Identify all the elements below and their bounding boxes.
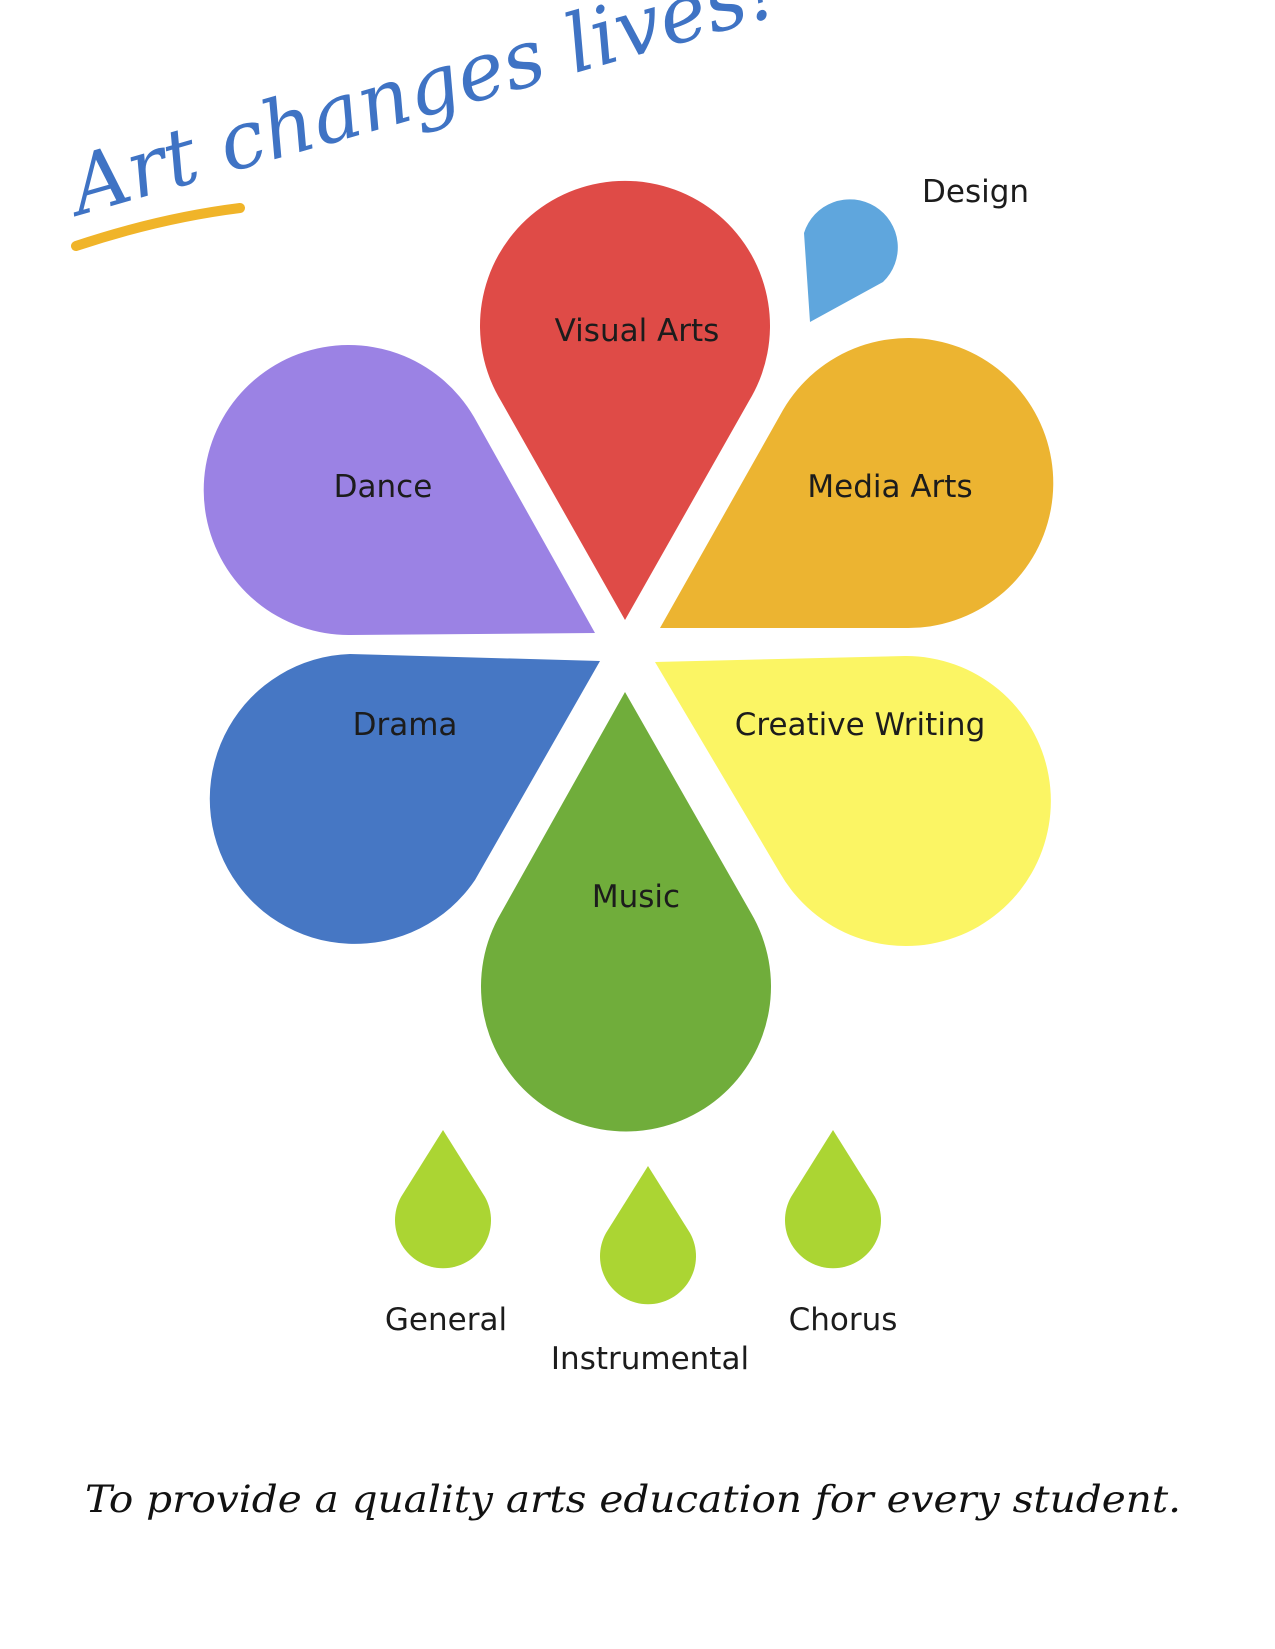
design-drop-label: Design [922, 174, 1029, 210]
petal-visual-arts-shape [479, 180, 771, 620]
petal-music: Music [480, 692, 771, 1132]
music-drop-instrumental: Instrumental [551, 1166, 749, 1377]
petal-creative-writing-label: Creative Writing [735, 707, 986, 743]
petal-drama-shape [209, 654, 600, 944]
petal-music-shape [480, 692, 771, 1132]
music-drop-chorus-label: Chorus [789, 1302, 898, 1338]
petal-creative-writing-shape [655, 655, 1051, 946]
petal-visual-arts: Visual Arts [479, 180, 771, 620]
petal-visual-arts-label: Visual Arts [555, 313, 720, 349]
design-drop: Design [804, 174, 1029, 322]
music-drop-general: General [385, 1130, 507, 1338]
music-drop-instrumental-label: Instrumental [551, 1341, 749, 1377]
petal-drama: Drama [209, 654, 600, 944]
petal-creative-writing: Creative Writing [655, 655, 1051, 946]
petal-dance-shape [203, 345, 595, 636]
petal-drama-label: Drama [353, 707, 458, 743]
music-drop-general-label: General [385, 1302, 507, 1338]
music-drop-instrumental-shape [599, 1166, 696, 1305]
music-drop-chorus-shape [785, 1130, 881, 1269]
music-drop-chorus: Chorus [785, 1130, 897, 1338]
petal-music-label: Music [592, 879, 680, 915]
petal-media-arts-shape [660, 338, 1054, 629]
petal-dance: Dance [203, 345, 595, 636]
design-drop-shape [804, 199, 898, 322]
music-drop-general-shape [395, 1130, 491, 1269]
petal-media-arts: Media Arts [660, 338, 1054, 629]
tagline: To provide a quality arts education for … [85, 1478, 1181, 1521]
petal-dance-label: Dance [334, 469, 433, 505]
petal-media-arts-label: Media Arts [807, 469, 972, 505]
headline-underline [71, 203, 245, 251]
